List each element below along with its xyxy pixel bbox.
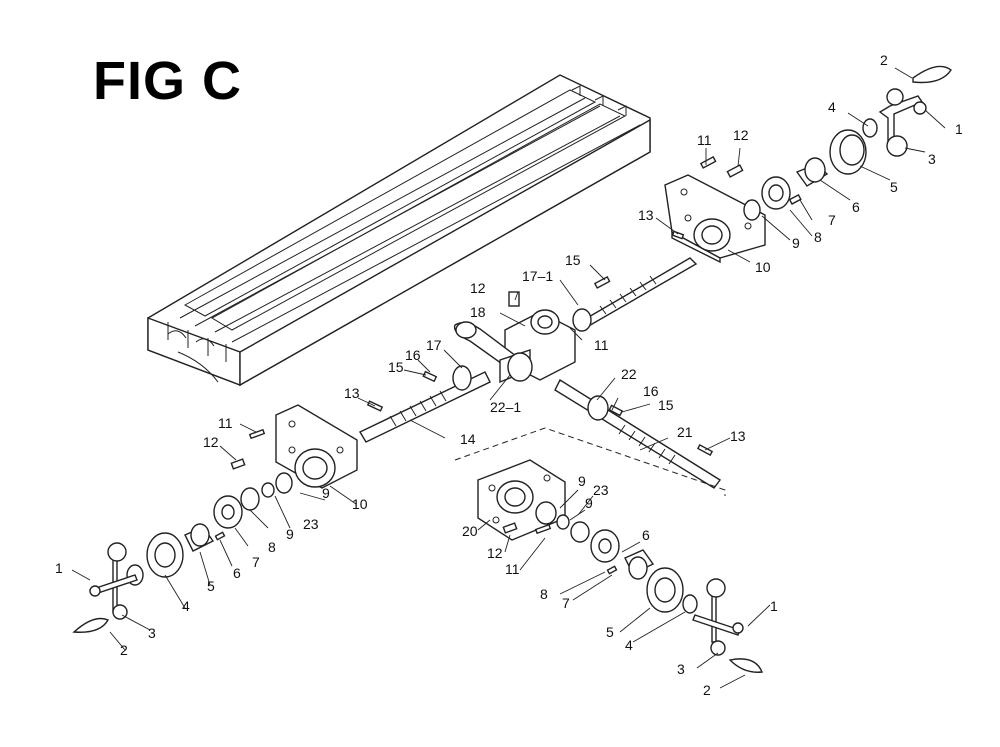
part-label: 4 [625, 637, 633, 653]
bracket-left [230, 404, 358, 489]
handwheel-assembly-left [72, 472, 293, 633]
part-label: 2 [703, 682, 711, 698]
part-label: 13 [344, 385, 360, 401]
part-label: 1 [955, 121, 963, 137]
part-label: 5 [207, 578, 215, 594]
part-label: 22 [621, 366, 637, 382]
part-label: 18 [470, 304, 486, 320]
lead-screw-right [554, 378, 722, 489]
part-label: 17 [426, 337, 442, 353]
part-label: 6 [852, 199, 860, 215]
part-label: 12 [203, 434, 219, 450]
part-label: 11 [218, 415, 233, 431]
part-label: 23 [593, 482, 609, 498]
part-label: 3 [928, 151, 936, 167]
part-label: 4 [182, 598, 190, 614]
lead-screw-upper [572, 257, 698, 332]
part-label: 13 [730, 428, 746, 444]
part-label: 9 [792, 235, 800, 251]
part-label: 11 [697, 132, 712, 148]
part-label: 21 [677, 424, 693, 440]
part-label: 11 [505, 561, 520, 577]
part-label: 12 [733, 127, 749, 143]
part-label: 11 [594, 337, 609, 353]
part-labels: 2 1 4 3 5 6 7 8 9 10 11 12 13 15 17–1 12… [55, 52, 963, 698]
part-label: 20 [462, 523, 478, 539]
part-label: 2 [120, 642, 128, 658]
part-label: 16 [405, 347, 421, 363]
part-label: 5 [890, 179, 898, 195]
part-label: 15 [658, 397, 674, 413]
bracket-bottom [477, 459, 566, 541]
pins-screws-upper-right [671, 156, 802, 240]
part-label: 9 [322, 485, 330, 501]
part-label: 14 [460, 431, 476, 447]
part-label: 5 [606, 624, 614, 640]
part-label: 1 [55, 560, 63, 576]
leader-lines [71, 67, 946, 689]
part-label: 23 [303, 516, 319, 532]
bracket-upper-right [664, 174, 766, 264]
part-label: 7 [562, 595, 570, 611]
part-label: 22–1 [490, 399, 521, 415]
part-label: 10 [755, 259, 771, 275]
part-label: 3 [677, 661, 685, 677]
part-label: 15 [565, 252, 581, 268]
part-label: 12 [487, 545, 503, 561]
part-label: 6 [642, 527, 650, 543]
handwheel-assembly-bottom [535, 501, 764, 673]
part-label: 10 [352, 496, 368, 512]
part-label: 1 [770, 598, 778, 614]
part-label: 7 [252, 554, 260, 570]
handwheel-assembly-upper-right [743, 65, 952, 221]
assembly-guide-line [454, 427, 726, 496]
figure-title: FIG C [93, 51, 242, 111]
cross-bearing-block [453, 291, 576, 384]
part-label: 9 [578, 473, 586, 489]
part-label: 17–1 [522, 268, 553, 284]
lead-screw-left [359, 365, 491, 443]
work-table [147, 74, 651, 387]
part-label: 8 [540, 586, 548, 602]
part-label: 8 [814, 229, 822, 245]
part-label: 7 [828, 212, 836, 228]
part-label: 6 [233, 565, 241, 581]
part-label: 8 [268, 539, 276, 555]
part-label: 3 [148, 625, 156, 641]
part-label: 16 [643, 383, 659, 399]
part-label: 13 [638, 207, 654, 223]
part-label: 2 [880, 52, 888, 68]
part-label: 12 [470, 280, 486, 296]
part-label: 4 [828, 99, 836, 115]
part-label: 9 [286, 526, 294, 542]
part-label: 9 [585, 495, 593, 511]
part-label: 15 [388, 359, 404, 375]
